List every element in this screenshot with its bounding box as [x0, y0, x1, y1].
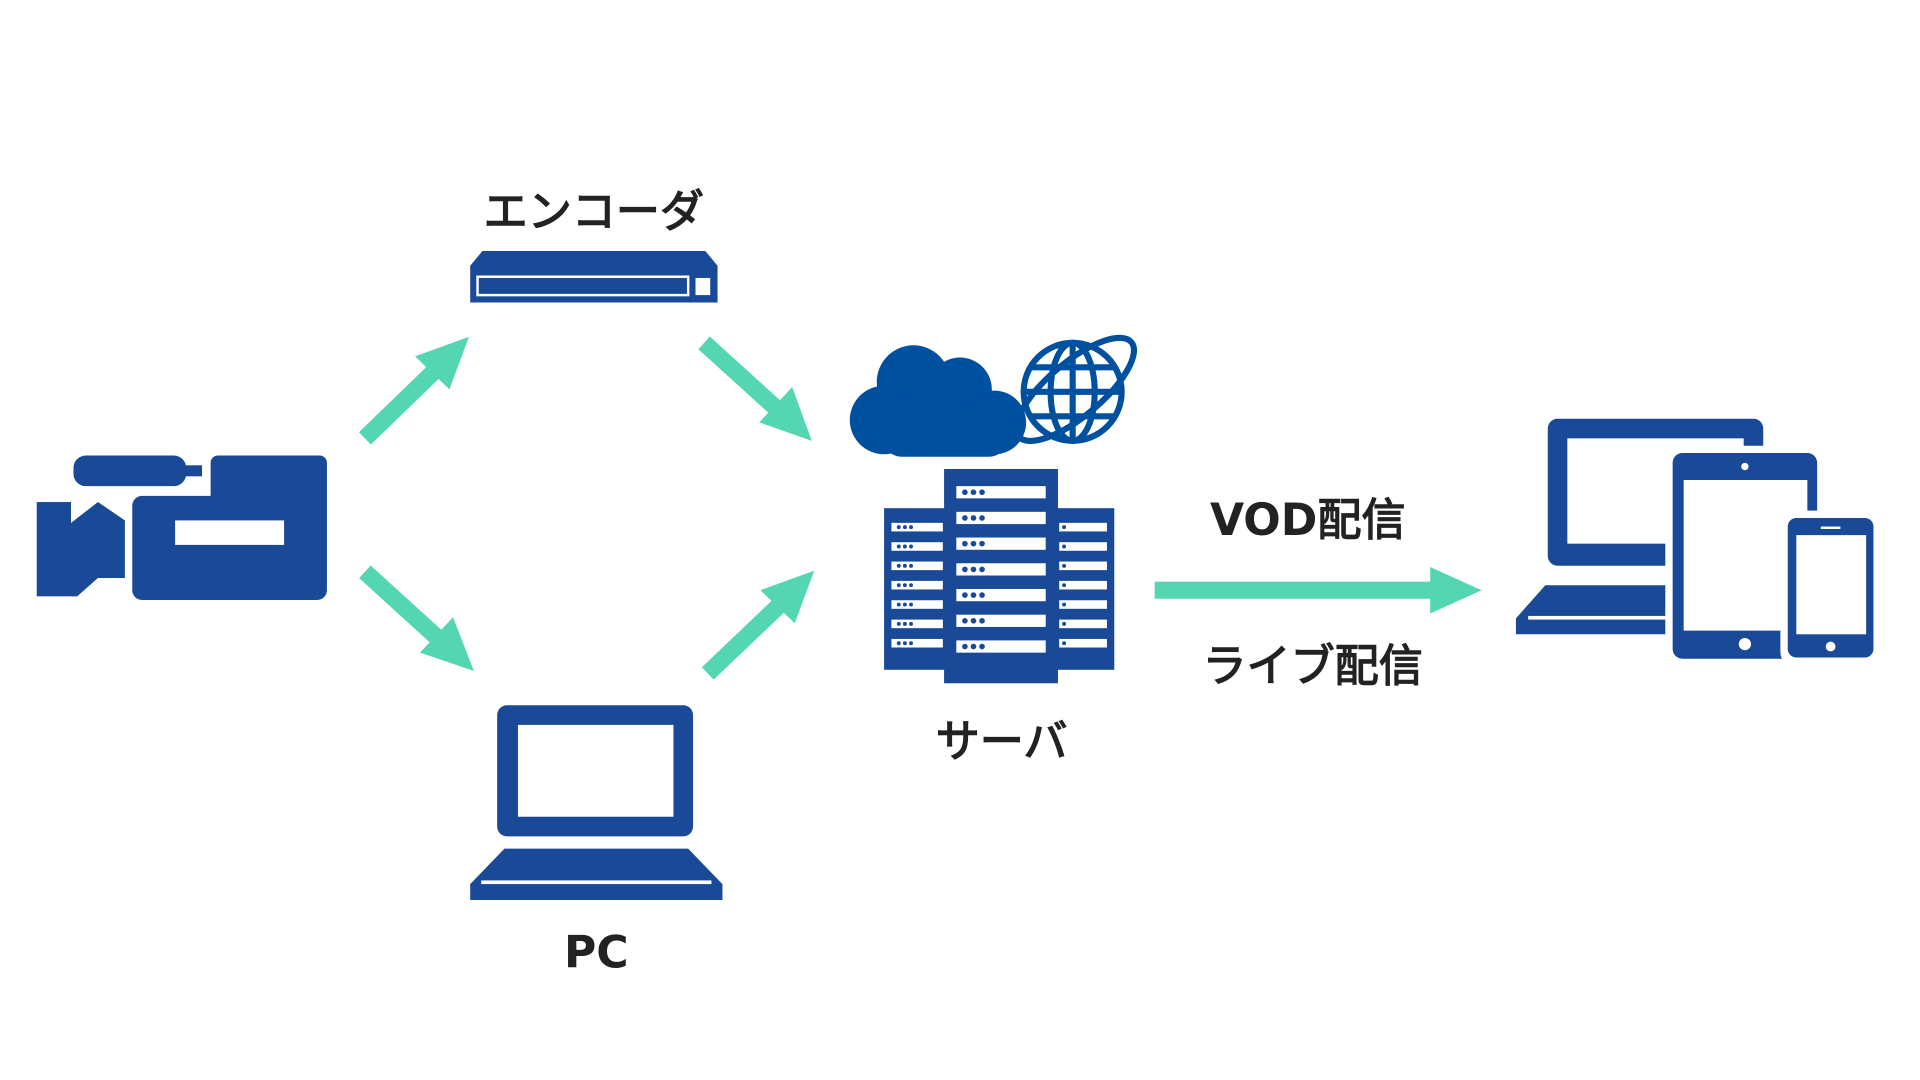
server-led: [962, 566, 968, 573]
server-slot: [1059, 600, 1107, 609]
server-slot: [891, 619, 943, 629]
video-camera-icon: [36, 455, 327, 600]
server-led: [979, 592, 985, 598]
server-led: [896, 621, 901, 626]
server-led: [909, 621, 913, 626]
arrow-camera-to-encoder: [358, 336, 469, 445]
server-slot: [1059, 619, 1107, 629]
server-led: [909, 583, 913, 588]
server-led: [1062, 602, 1067, 607]
server-led: [902, 525, 907, 530]
server-slot: [956, 511, 1046, 525]
server-slot: [891, 600, 943, 609]
server-slot: [891, 638, 943, 648]
server-slot: [891, 542, 943, 551]
server-slot: [956, 588, 1046, 602]
server-slot: [956, 486, 1046, 499]
server-led: [1062, 525, 1067, 530]
server-led: [970, 643, 977, 650]
server-led: [896, 583, 901, 588]
server-led: [1062, 563, 1067, 568]
multi-device-icon: [1515, 418, 1881, 667]
server-slot: [891, 580, 943, 590]
arrow-server-to-devices: [1154, 566, 1482, 614]
server-led: [970, 540, 977, 547]
server-slot: [956, 614, 1046, 627]
server-led: [896, 563, 901, 568]
server-led: [1062, 621, 1067, 626]
laptop-icon: [470, 705, 723, 900]
server-led: [979, 489, 985, 496]
globe-icon: [1013, 334, 1138, 444]
server-led: [979, 618, 985, 624]
server-led: [902, 583, 907, 588]
server-led: [962, 540, 968, 547]
server-slot: [956, 537, 1046, 550]
encoder-icon: [470, 251, 718, 303]
server-led: [902, 641, 907, 646]
server-led: [962, 489, 968, 496]
server-led: [902, 544, 907, 549]
server-led: [970, 515, 977, 521]
server-led: [962, 643, 968, 650]
pc-label: PC: [564, 927, 629, 978]
server-led: [909, 563, 913, 568]
server-led: [909, 602, 913, 607]
cloud-icon: [849, 345, 1027, 457]
server-led: [1062, 583, 1067, 588]
server-slot: [1059, 522, 1107, 532]
server-led: [970, 592, 977, 598]
arrow-camera-to-pc: [359, 565, 474, 672]
live-delivery-label: ライブ配信: [1202, 641, 1422, 692]
server-led: [962, 592, 968, 598]
server-led: [896, 525, 901, 530]
server-slot: [1059, 561, 1107, 571]
server-led: [909, 544, 913, 549]
server-led: [970, 618, 977, 624]
server-led: [902, 621, 907, 626]
server-slot: [956, 640, 1046, 653]
server-led: [962, 515, 968, 521]
server-led: [970, 566, 977, 573]
server-led: [979, 566, 985, 573]
server-slot: [1059, 580, 1107, 590]
server-led: [970, 489, 977, 496]
server-led: [896, 602, 901, 607]
server-led: [962, 618, 968, 624]
server-led: [979, 643, 985, 650]
server-label: サーバ: [936, 717, 1068, 768]
server-led: [979, 540, 985, 547]
server-led: [1062, 641, 1067, 646]
server-led: [909, 641, 913, 646]
server-slot: [1059, 542, 1107, 551]
server-slot: [956, 563, 1046, 576]
server-led: [1062, 544, 1067, 549]
arrow-pc-to-server: [701, 570, 815, 680]
server-slot: [1059, 638, 1107, 648]
server-slot: [891, 522, 943, 532]
arrow-encoder-to-server: [698, 336, 812, 441]
server-led: [902, 563, 907, 568]
encoder-label: エンコーダ: [484, 187, 704, 238]
server-slot: [891, 561, 943, 571]
server-led: [896, 641, 901, 646]
vod-delivery-label: VOD配信: [1210, 495, 1406, 546]
server-icon: [884, 468, 1115, 684]
server-led: [896, 544, 901, 549]
server-led: [909, 525, 913, 530]
server-led: [902, 602, 907, 607]
server-led: [979, 515, 985, 521]
